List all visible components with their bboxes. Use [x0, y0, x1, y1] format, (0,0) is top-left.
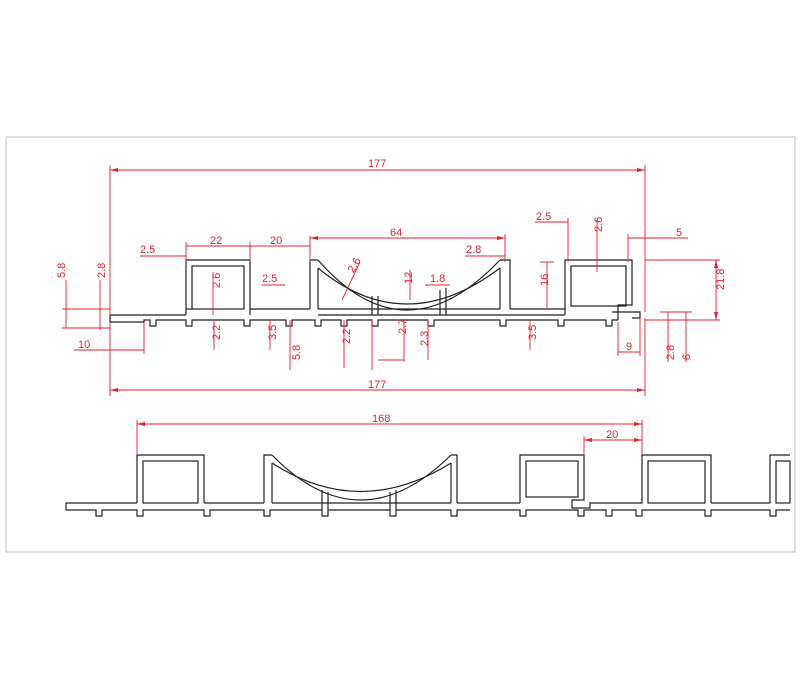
- dim-left-inner-wall: 2.6: [211, 273, 223, 288]
- dim-right-offset: 5: [676, 227, 682, 239]
- dim-overall-top: 177: [368, 158, 386, 170]
- dim-foot-g: 3.5: [527, 325, 539, 340]
- dim-left-tab-height: 5.8: [56, 263, 68, 278]
- dim-right-slot-height: 16: [539, 274, 551, 286]
- dim-inner-rib: 2.5: [262, 273, 277, 285]
- dim-foot-d: 2.2: [341, 329, 353, 344]
- dimension-lines: [62, 165, 720, 455]
- dim-hook-height: 6: [681, 354, 693, 360]
- dim-total-height: 21.8: [715, 269, 727, 290]
- dim-pitch: 168: [372, 413, 390, 425]
- dim-left-tab-thick: 2.8: [96, 263, 108, 278]
- dim-foot-f: 2.3: [419, 331, 431, 346]
- dim-right-cell-wall: 2.6: [593, 217, 605, 232]
- dim-cell-width: 22: [210, 235, 222, 247]
- dim-cell-wall-left: 2.5: [140, 244, 155, 256]
- dim-foot-b: 3.5: [267, 325, 279, 340]
- dim-foot-c: 5.8: [291, 345, 303, 360]
- dim-overlap: 20: [606, 429, 618, 441]
- dim-arc-right-wall: 2.8: [466, 244, 481, 256]
- dim-left-tab-length: 10: [78, 339, 90, 351]
- dimension-arrows: [110, 168, 718, 442]
- dim-center-gap: 1.8: [430, 273, 445, 285]
- sheet-border: [5, 136, 796, 553]
- dim-right-wall: 2.5: [536, 211, 551, 223]
- dim-hook-width: 9: [626, 341, 632, 353]
- dim-arc-span: 64: [390, 227, 402, 239]
- top-profile: [109, 259, 641, 327]
- dim-foot-e: 2.7: [397, 319, 409, 334]
- dim-cell-gap: 20: [270, 235, 282, 247]
- dim-overall-bottom: 177: [368, 379, 386, 391]
- dim-hook-thick: 2.8: [665, 345, 677, 360]
- dimension-labels: 177 177 2.5 22 20 64 2.6 2.8 2.5 2.6 5 5…: [56, 158, 727, 441]
- dim-center-rib: 12: [403, 272, 415, 284]
- dim-foot-a: 2.2: [211, 325, 223, 340]
